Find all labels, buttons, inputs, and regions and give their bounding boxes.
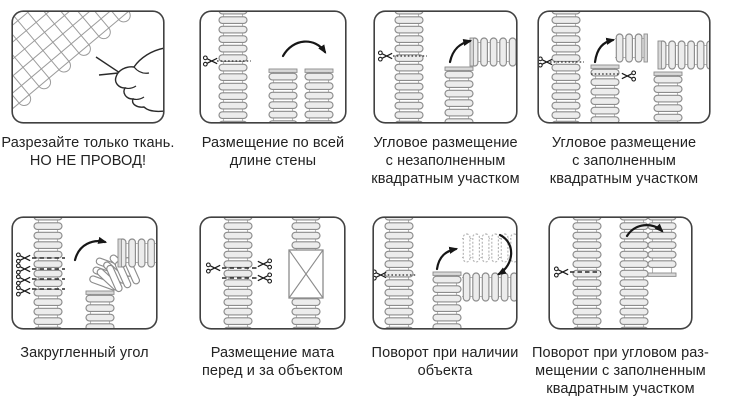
curved-arrow-icon — [625, 223, 664, 238]
panel-caption: Угловое размещение с заполненным квадрат… — [549, 135, 699, 187]
curved-arrow-icon — [497, 233, 513, 276]
panel-caption: Поворот при угловом раз- мещении с запол… — [532, 345, 709, 397]
panel-border — [373, 10, 518, 124]
mat-strip — [268, 72, 298, 122]
diagram-corner-filled-square — [537, 10, 711, 124]
panel-caption: Угловое размещение с незаполненным квадр… — [371, 135, 520, 187]
mat-strip — [444, 70, 474, 122]
mat-strip — [653, 75, 683, 122]
scissors-icon — [257, 272, 273, 284]
mat-cut-edge — [590, 64, 620, 69]
diagram-corner-unfilled-square — [373, 10, 518, 124]
diagram-full-wall-length — [199, 10, 347, 124]
mat-strip — [85, 294, 115, 328]
panel-corner-unfilled-square: Угловое размещение с незаполненным квадр… — [371, 10, 520, 188]
mat-strip — [615, 33, 647, 63]
mat-cut-edge — [444, 66, 474, 71]
hand-fingers — [124, 66, 150, 100]
panel-border — [199, 216, 346, 330]
curved-arrow-icon — [593, 37, 616, 64]
hand-with-scissors-icon — [95, 47, 163, 113]
mat-cut-edge — [117, 238, 122, 268]
panel-cut-fabric-only: Разрезайте только ткань. НО НЕ ПРОВОД! — [1, 10, 174, 170]
mat-strip — [619, 218, 649, 328]
mat-strip — [218, 12, 248, 122]
diagram-rounded-corner — [11, 216, 158, 330]
scissors-icon — [15, 263, 31, 275]
mat-strip — [462, 272, 516, 302]
mat-strip — [551, 12, 581, 122]
panel-rounded-corner: Закругленный угол — [11, 216, 158, 362]
panel-border — [11, 10, 165, 124]
diagram-cut-fabric-only — [11, 10, 165, 124]
curved-arrow-icon — [281, 40, 327, 58]
scissors-icon — [553, 266, 569, 278]
object-box — [288, 249, 324, 299]
mat-cut-edge — [643, 33, 648, 63]
scissors-icon — [15, 274, 31, 286]
mat-cut-edge — [653, 71, 683, 76]
mat-strip — [432, 275, 462, 328]
panel-full-wall-length: Размещение по всей длине стены — [199, 10, 347, 170]
diagram-turn-with-object — [372, 216, 518, 330]
mat-strip — [118, 238, 156, 268]
mat-strip — [384, 218, 414, 328]
mat-cut-edge — [304, 68, 334, 73]
hand-outline — [114, 47, 163, 113]
mat-strip — [223, 218, 253, 328]
mat-strip — [658, 40, 709, 70]
mat-strip — [590, 68, 620, 122]
panel-mat-around-object: Размещение мата перед и за объектом — [199, 216, 346, 380]
panel-turn-with-object: Поворот при наличии объекта — [372, 216, 518, 380]
mat-cut-edge — [647, 272, 677, 277]
scissors-icon — [257, 258, 273, 270]
panel-turn-corner-filled: Поворот при угловом раз- мещении с запол… — [532, 216, 709, 398]
mat-cut-edge — [85, 290, 115, 295]
mat-strip — [394, 12, 424, 122]
mat-cut-edge — [268, 68, 298, 73]
panel-border — [199, 10, 347, 124]
scissors-icon — [15, 285, 31, 297]
mat-strip — [33, 218, 63, 328]
mat-cut-edge — [657, 40, 662, 70]
panel-caption: Поворот при наличии объекта — [371, 345, 519, 379]
mat-cut-edge — [469, 37, 474, 67]
mat-strip — [304, 72, 334, 122]
panel-border — [537, 10, 711, 124]
mat-fold-segment — [106, 257, 141, 293]
mat-strip — [470, 37, 516, 67]
panel-caption: Размещение по всей длине стены — [201, 135, 345, 169]
mat-strip — [572, 218, 602, 328]
panel-caption: Разрезайте только ткань. НО НЕ ПРОВОД! — [1, 135, 175, 169]
curved-arrow-icon — [448, 38, 473, 64]
panel-border — [11, 216, 158, 330]
scissors-icon — [202, 55, 218, 67]
curved-arrow-icon — [435, 246, 459, 271]
mat-cut-edge — [432, 271, 462, 276]
scissors-icon — [205, 262, 221, 274]
curved-arrow-icon — [73, 236, 108, 262]
diagram-mat-around-object — [199, 216, 346, 330]
mat-strip — [647, 218, 677, 273]
heating-mat-grid — [13, 12, 131, 122]
scissors-icon — [377, 50, 393, 62]
scissors-icon — [621, 70, 637, 82]
diagram-turn-corner-filled — [548, 216, 693, 330]
panel-caption: Закругленный угол — [20, 345, 149, 361]
panel-border — [372, 216, 518, 330]
scissors-icon — [15, 252, 31, 264]
panel-caption: Размещение мата перед и за объектом — [201, 345, 344, 379]
mat-strip-ghost — [462, 233, 516, 263]
panel-border — [548, 216, 693, 330]
panel-corner-filled-square: Угловое размещение с заполненным квадрат… — [537, 10, 711, 188]
